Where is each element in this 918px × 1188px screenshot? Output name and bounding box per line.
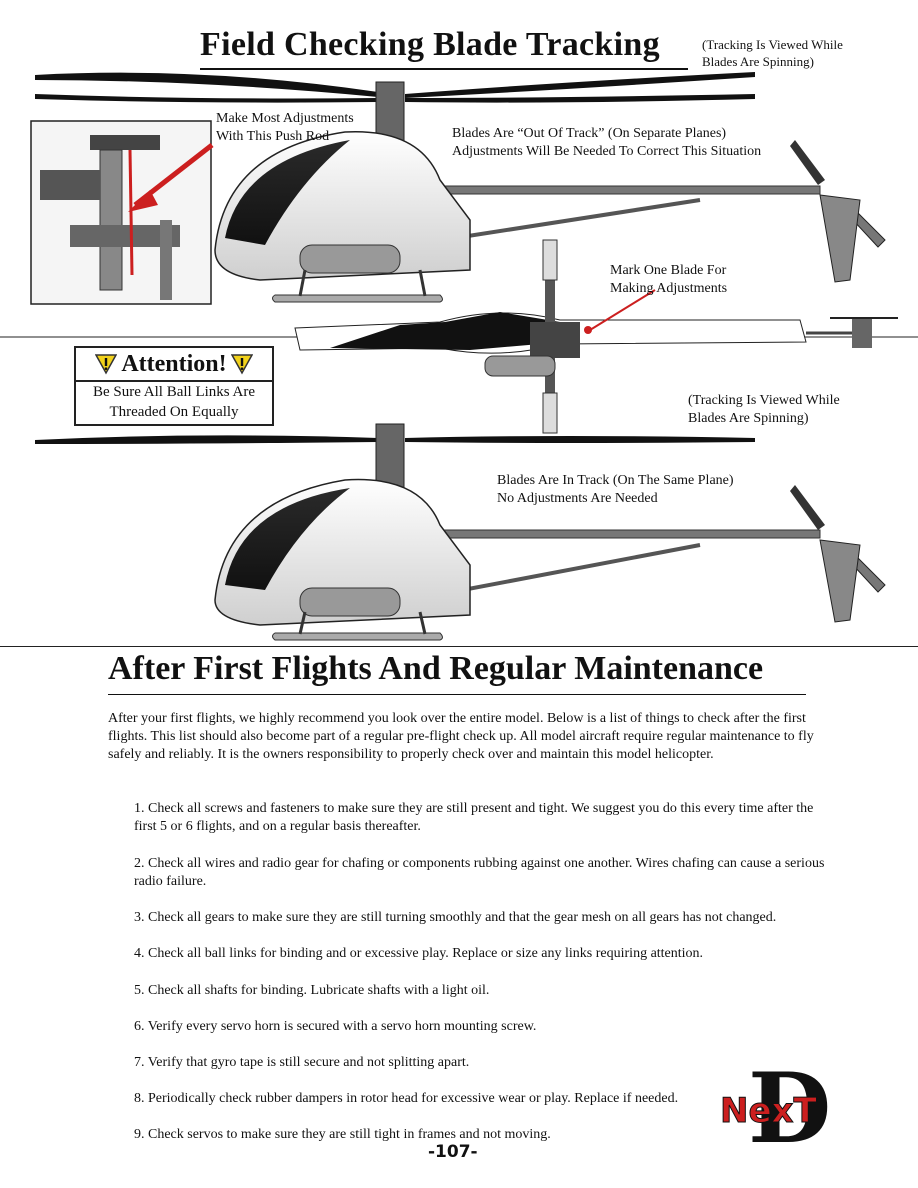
rotor-head-top (530, 322, 580, 358)
rotor-blade-upper (35, 72, 378, 97)
page-number: -107- (428, 1142, 478, 1162)
fuselage-stripes (330, 312, 560, 350)
helicopter-in-track (35, 423, 886, 641)
section-title: After First Flights And Regular Maintena… (108, 650, 764, 687)
rotor-blade-lower (35, 94, 378, 103)
rotor-blade (405, 436, 755, 443)
tracking-note-top: (Tracking Is Viewed While Blades Are Spi… (702, 37, 843, 69)
landing-skid (272, 294, 443, 303)
attention-box: Attention! Be Sure All Ball Links Are Th… (74, 346, 274, 426)
mark-blade-label: Mark One Blade For Making Adjustments (610, 263, 728, 296)
blade-mark (584, 326, 592, 334)
list-item: 3. Check all gears to make sure they are… (134, 910, 777, 925)
helicopter-top-view (294, 239, 898, 434)
push-rod-label: Make Most Adjustments With This Push Rod (216, 111, 354, 144)
intro-paragraph: After your first flights, we highly reco… (108, 711, 814, 762)
logo-letter: D (748, 1068, 831, 1148)
list-item: 6. Verify every servo horn is secured wi… (134, 1019, 537, 1034)
canopy-window (225, 140, 350, 245)
next-logo: D NexT (720, 1068, 832, 1148)
list-item: 2. Check all wires and radio gear for ch… (134, 856, 825, 889)
tail-boom (419, 185, 821, 195)
tail-boom (419, 529, 821, 539)
list-item: 5. Check all shafts for binding. Lubrica… (134, 983, 490, 998)
logo-text: NexT (720, 1091, 817, 1131)
landing-skid (272, 632, 443, 641)
section-title-underline (108, 694, 806, 695)
tail-rotor-top (852, 318, 872, 348)
mark-pointer (589, 289, 656, 331)
engine (299, 587, 401, 617)
tail-fin (819, 539, 861, 623)
warning-icon (95, 354, 118, 375)
out-of-track-label: Blades Are “Out Of Track” (On Separate P… (452, 126, 762, 159)
helicopter-illustrations (0, 72, 918, 641)
arrow-head (128, 190, 158, 212)
attention-header: Attention! (76, 348, 272, 382)
tail-fin (819, 194, 861, 283)
title-underline (200, 68, 688, 70)
warning-icon (230, 354, 253, 375)
page-title: Field Checking Blade Tracking (200, 26, 660, 63)
push-rod (128, 149, 134, 276)
rotor-blade-upper (405, 72, 755, 98)
tail-rotor-blade (790, 140, 825, 185)
list-item: 8. Periodically check rubber dampers in … (134, 1091, 679, 1106)
tracking-note-mid: (Tracking Is Viewed While Blades Are Spi… (688, 393, 840, 426)
in-track-label: Blades Are In Track (On The Same Plane) … (497, 473, 734, 506)
rotor-blade (35, 435, 378, 444)
attention-title: Attention! (121, 350, 227, 377)
list-item: 4. Check all ball links for binding and … (134, 946, 704, 961)
section-divider (0, 646, 918, 647)
list-item: 7. Verify that gyro tape is still secure… (134, 1055, 470, 1070)
rotor-blade-lower (405, 94, 755, 103)
list-item: 9. Check servos to make sure they are st… (134, 1127, 551, 1142)
push-rod-inset (30, 120, 214, 305)
attention-body: Be Sure All Ball Links Are Threaded On E… (92, 384, 256, 420)
helicopter-out-of-track (35, 72, 886, 303)
engine (299, 244, 401, 274)
list-item: 1. Check all screws and fasteners to mak… (134, 801, 814, 834)
